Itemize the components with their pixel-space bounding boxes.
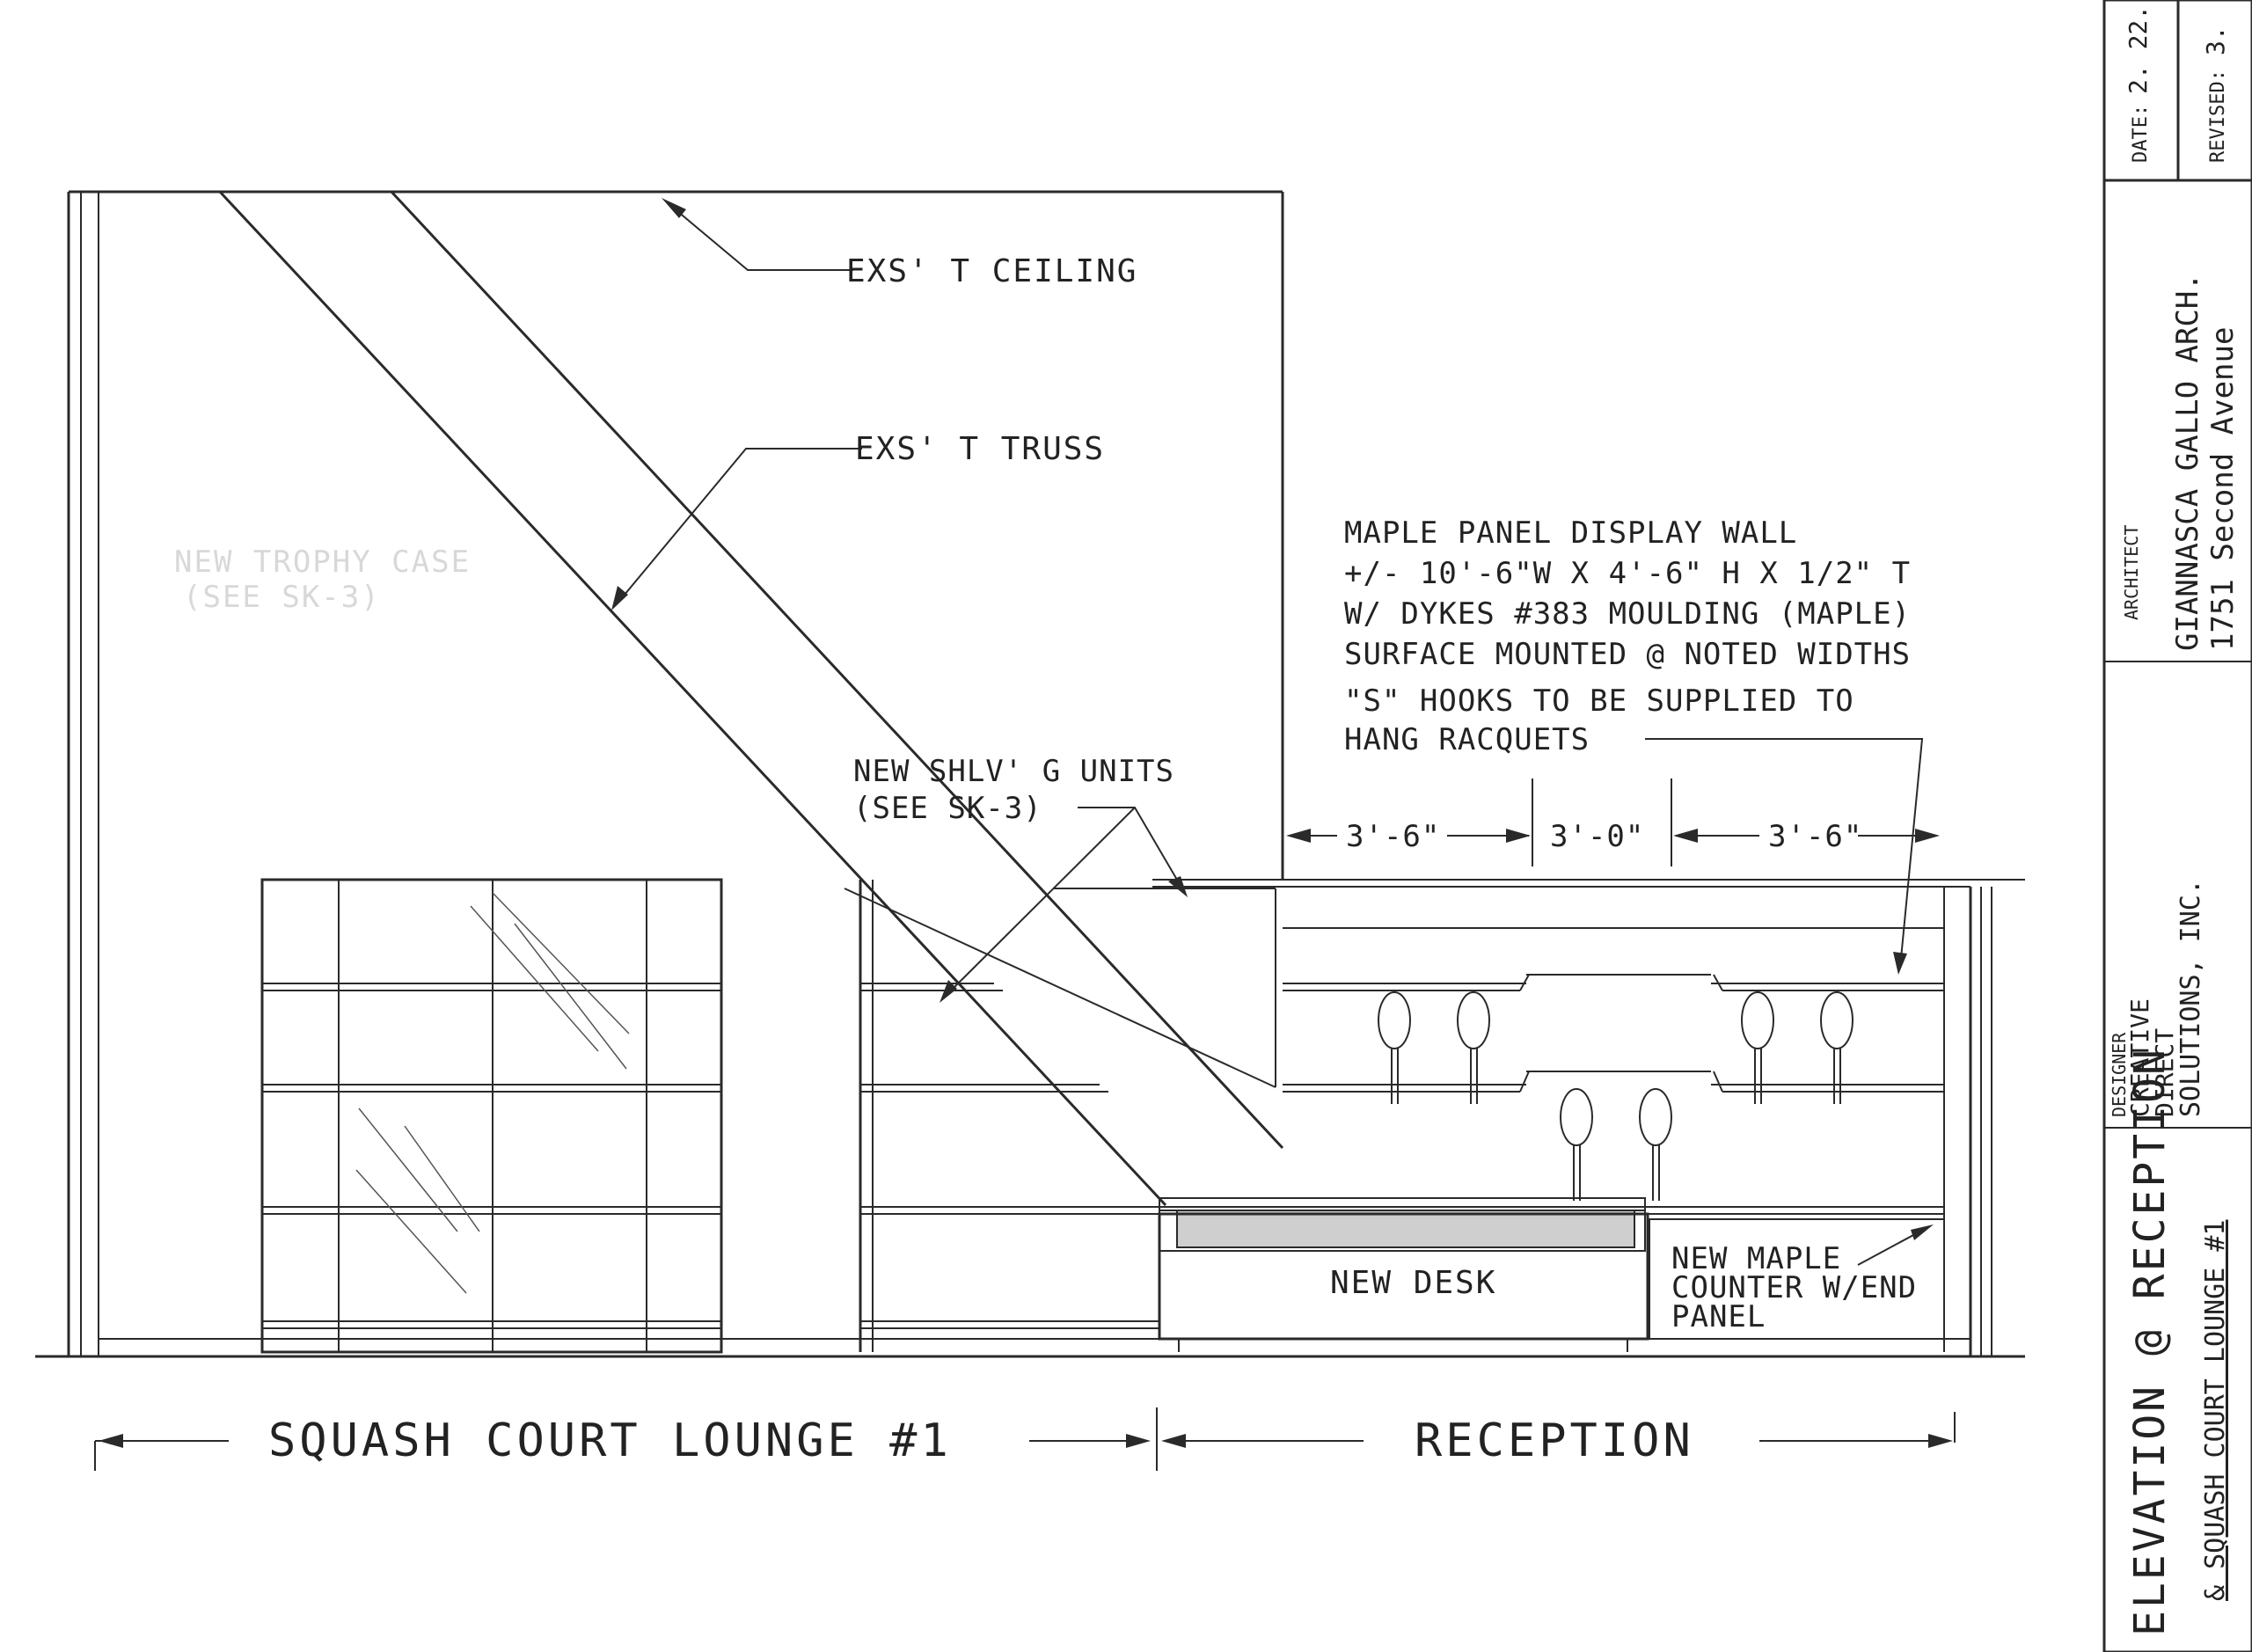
zone-line <box>94 1407 1956 1471</box>
shelving-note-line: (SEE SK-3) <box>853 791 1042 826</box>
racquet-icon <box>1457 991 1490 1104</box>
desk-transaction-top <box>1176 1210 1635 1248</box>
left-shelving-unit <box>260 878 723 1354</box>
architect-label: ARCHITECT <box>2121 525 2142 620</box>
faint-note-line: NEW TROPHY CASE <box>174 545 471 580</box>
designer-line: CREATIVE <box>2125 998 2154 1117</box>
designer-label: DESIGNER <box>2109 1032 2130 1117</box>
display-wall-note-line: MAPLE PANEL DISPLAY WALL <box>1344 515 1797 551</box>
racquet-icons <box>1378 991 1854 1201</box>
racquet-icon <box>1378 991 1411 1104</box>
sheet-title: ELEVATION @ RECEPTION <box>2125 1047 2175 1636</box>
wall-outline <box>35 190 2025 1358</box>
zone-label-lounge: SQUASH COURT LOUNGE #1 <box>268 1414 952 1467</box>
designer-line: SOLUTIONS, INC. <box>2175 879 2206 1117</box>
dimension-label: 3'-6" <box>1346 819 1440 854</box>
display-wall-note-line: +/- 10'-6"W X 4'-6" H X 1/2" T <box>1344 556 1911 591</box>
existing-truss-label: EXS' T TRUSS <box>855 431 1105 467</box>
revised-label: REVISED: <box>2207 69 2229 163</box>
desk-label: NEW DESK <box>1330 1265 1496 1301</box>
title-block: DATE: 2. 22. REVISED: 3. ARCHITECT GIANN… <box>2102 0 2252 1652</box>
racquet-icon <box>1639 1088 1672 1201</box>
existing-truss <box>218 190 1284 1207</box>
date-value: 2. 22. <box>2124 5 2153 94</box>
faint-note-line: (SEE SK-3) <box>183 580 381 615</box>
counter-note-line: PANEL <box>1671 1299 1766 1334</box>
revised-value: 3. <box>2201 26 2230 55</box>
shelving-note: NEW SHLV' G UNITS (SEE SK-3) <box>853 754 1174 826</box>
display-wall-note-line: HANG RACQUETS <box>1344 722 1590 757</box>
dimension-strings <box>1282 778 1940 866</box>
counter-note-line: COUNTER W/END <box>1671 1270 1917 1305</box>
shelving-note-line: NEW SHLV' G UNITS <box>853 754 1174 789</box>
display-wall-note-line: "S" HOOKS TO BE SUPPLIED TO <box>1344 683 1854 719</box>
racquet-icon <box>1820 991 1854 1104</box>
faint-trophy-note: NEW TROPHY CASE (SEE SK-3) <box>174 545 471 615</box>
racquet-icon <box>1741 991 1774 1104</box>
counter-note-line: NEW MAPLE <box>1671 1241 1841 1276</box>
reception-desk <box>1158 1197 1945 1352</box>
dimension-label: 3'-0" <box>1550 819 1644 854</box>
right-shelving-unit <box>859 880 1276 1352</box>
designer-line: DIRECT <box>2150 1028 2179 1117</box>
racquet-icon <box>1560 1088 1593 1201</box>
sheet-subtitle: & SQUASH COURT LOUNGE #1 <box>2200 1220 2231 1601</box>
display-wall-note: MAPLE PANEL DISPLAY WALL +/- 10'-6"W X 4… <box>1344 515 1911 757</box>
architect-address: 1751 Second Avenue <box>2205 327 2241 651</box>
architect-name: GIANNASCA GALLO ARCH. <box>2170 273 2205 651</box>
counter-note: NEW MAPLE COUNTER W/END PANEL <box>1671 1241 1917 1334</box>
dimension-label: 3'-6" <box>1768 819 1862 854</box>
maple-panel-display-wall <box>1152 879 2025 1356</box>
zone-label-reception: RECEPTION <box>1415 1414 1694 1467</box>
display-wall-note-line: W/ DYKES #383 MOULDING (MAPLE) <box>1344 596 1911 632</box>
existing-ceiling-label: EXS' T CEILING <box>846 253 1137 289</box>
leader-lines <box>611 198 1934 1266</box>
display-wall-note-line: SURFACE MOUNTED @ NOTED WIDTHS <box>1344 637 1911 672</box>
date-label: DATE: <box>2130 105 2152 163</box>
